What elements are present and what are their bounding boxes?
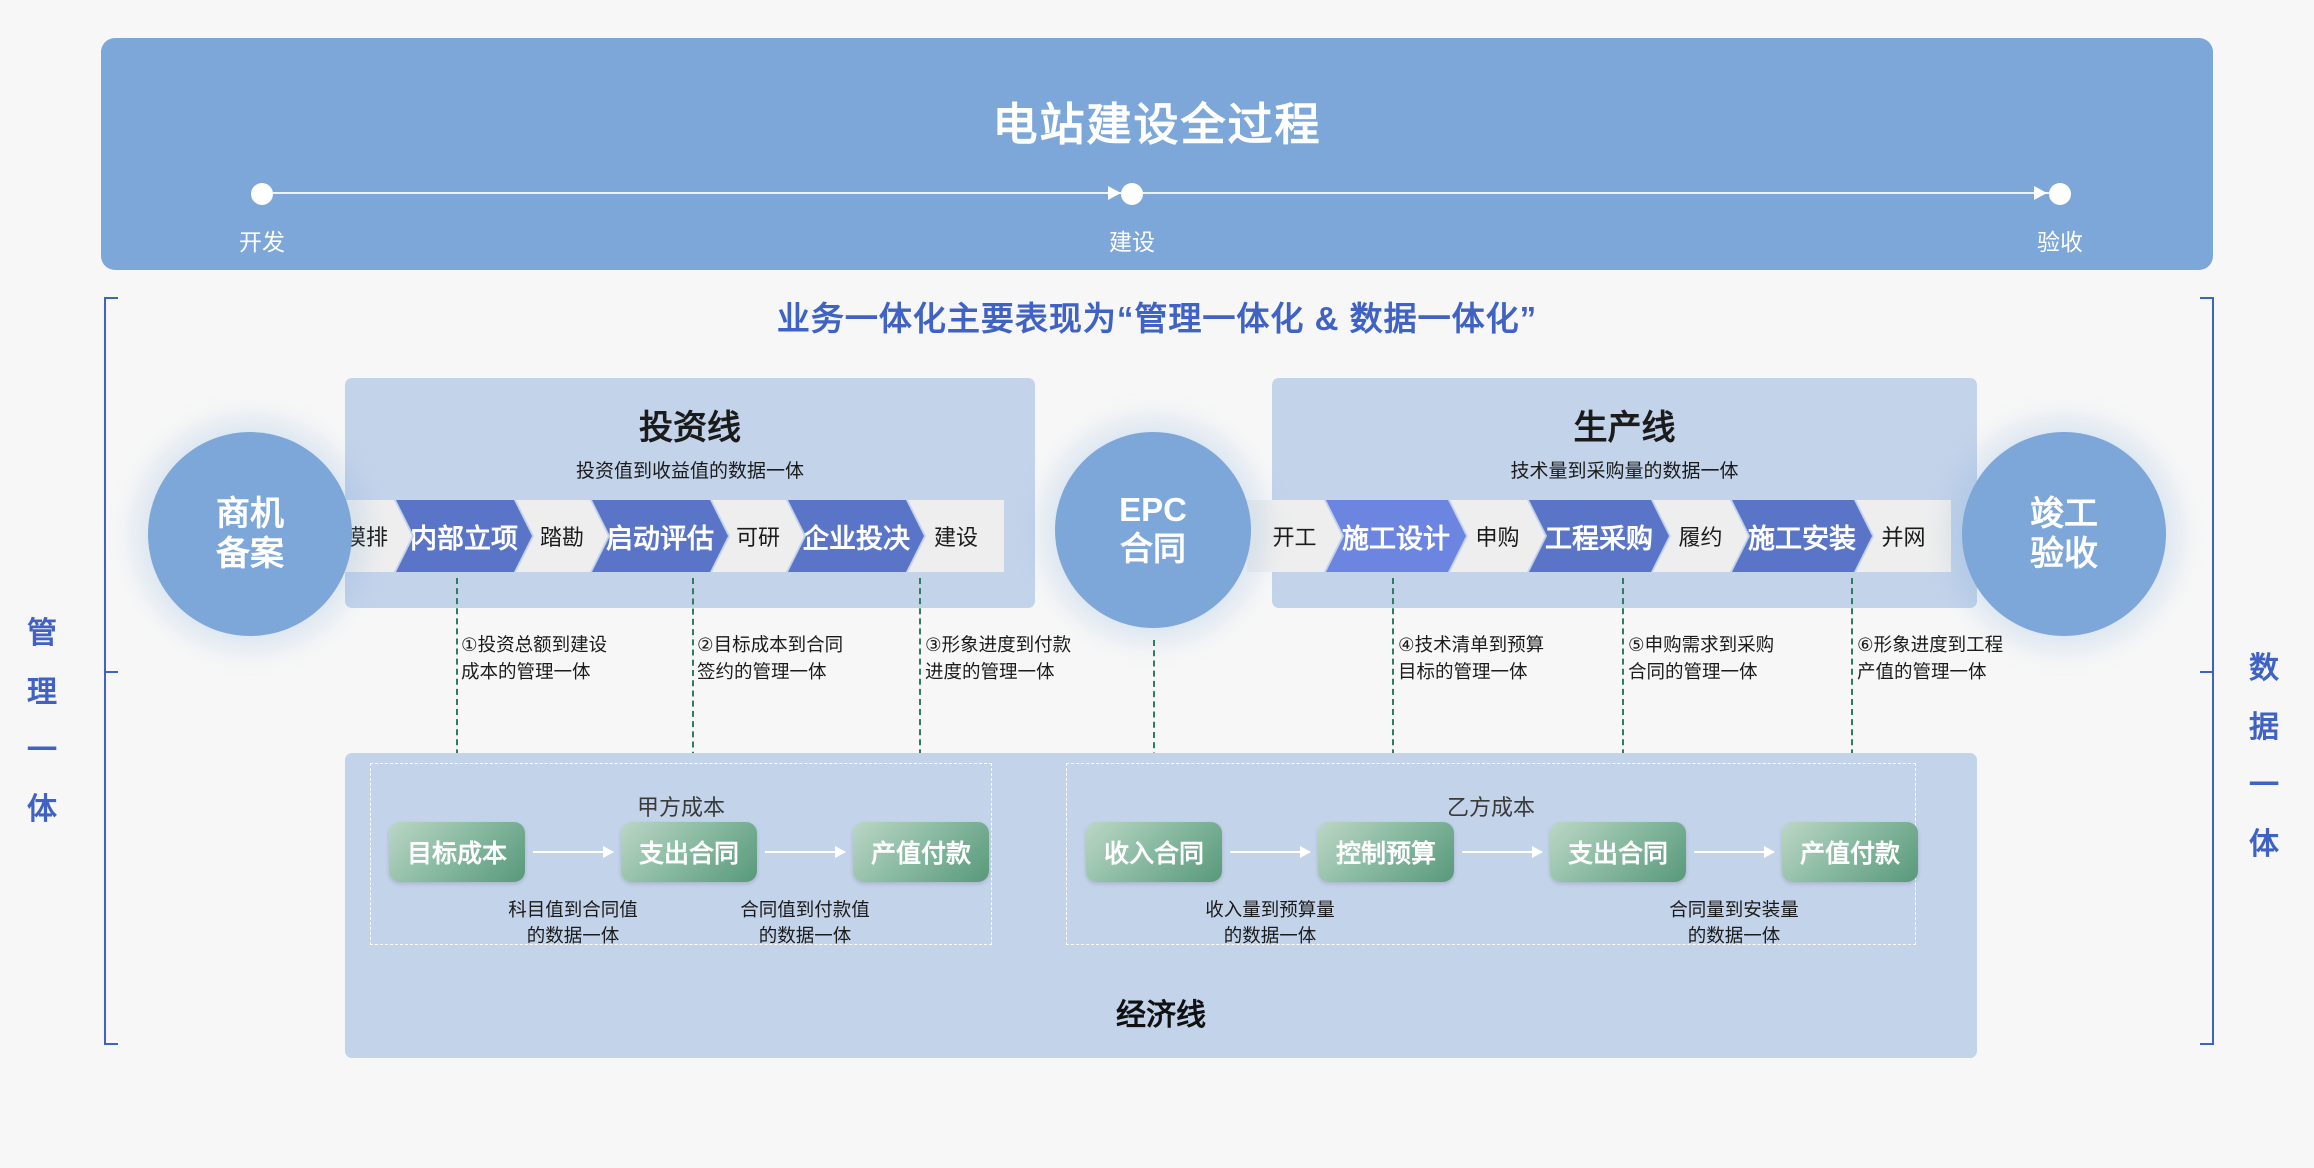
contractor-cost-group: 乙方成本 xyxy=(1066,763,1916,945)
opportunity-filing-circle[interactable]: 商机 备案 xyxy=(148,432,352,636)
connector-epc xyxy=(1153,640,1155,830)
data-bracket xyxy=(2192,297,2214,1045)
econ-arrow-b3 xyxy=(1694,846,1775,858)
econ-arrow-b1 xyxy=(1230,846,1311,858)
bracket-tick-mid xyxy=(104,671,118,673)
completion-acceptance-circle[interactable]: 竣工 验收 xyxy=(1962,432,2166,636)
owner-cost-label: 甲方成本 xyxy=(636,795,725,820)
production-line-subtitle: 技术量到采购量的数据一体 xyxy=(1510,461,1739,482)
econ-box-output-payment-b[interactable]: 产值付款 xyxy=(1782,822,1918,882)
side-label-data: 数据一体 xyxy=(2249,652,2279,861)
stage-chevron-label: 履约 xyxy=(1678,525,1723,550)
connector-2 xyxy=(692,578,694,768)
timeline-track xyxy=(261,192,2061,194)
econ-arrow-a1 xyxy=(533,846,614,858)
stage-chevron[interactable]: 施工安装 xyxy=(1732,500,1872,572)
connector-4 xyxy=(1392,578,1394,836)
process-timeline: 开发 建设 验收 xyxy=(231,183,2091,255)
stage-chevron[interactable]: 工程采购 xyxy=(1529,500,1669,572)
owner-cost-group: 甲方成本 xyxy=(370,763,992,945)
stage-chevron[interactable]: 企业投决 xyxy=(788,500,924,572)
epc-line-2: 合同 xyxy=(1119,530,1186,567)
stage-chevron[interactable]: 施工设计 xyxy=(1326,500,1466,572)
stage-chevron[interactable]: 开工 xyxy=(1247,500,1342,572)
stage-chevron-label: 申购 xyxy=(1475,525,1520,550)
timeline-dot-3 xyxy=(2049,183,2071,205)
econ-note-b1: 收入量到预算量 的数据一体 xyxy=(1205,899,1335,947)
contractor-cost-label: 乙方成本 xyxy=(1446,795,1535,820)
econ-box-expense-contract[interactable]: 支出合同 xyxy=(621,822,757,882)
econ-box-expense-contract-b[interactable]: 支出合同 xyxy=(1550,822,1686,882)
header-banner: 电站建设全过程 开发 建设 验收 xyxy=(101,38,2213,270)
stage-chevron-label: 施工设计 xyxy=(1342,523,1450,554)
investment-line-title: 投资线 xyxy=(639,409,741,447)
section-subtitle: 业务一体化主要表现为“管理一体化 & 数据一体化” xyxy=(776,300,1538,337)
page-title: 电站建设全过程 xyxy=(992,99,1322,150)
note-5: ⑤申购需求到采购 合同的管理一体 xyxy=(1628,634,1775,682)
stage-chevron-label: 踏勘 xyxy=(539,525,584,550)
econ-box-target-cost[interactable]: 目标成本 xyxy=(389,822,525,882)
stage-chevron[interactable]: 申购 xyxy=(1450,500,1545,572)
stage-chevron-label: 可研 xyxy=(735,525,780,550)
note-6: ⑥形象进度到工程 产值的管理一体 xyxy=(1857,634,2004,682)
side-label-management: 管理一体 xyxy=(27,617,57,826)
timeline-dot-2 xyxy=(1121,183,1143,205)
stage-chevron-label: 企业投决 xyxy=(802,523,910,554)
stage-chevron-label: 建设 xyxy=(933,525,978,550)
econ-note-b2: 合同量到安装量 的数据一体 xyxy=(1669,899,1799,947)
epc-line-1: EPC xyxy=(1119,491,1187,529)
completion-line-1: 竣工 xyxy=(2030,494,2098,533)
bracket-tick-mid xyxy=(2200,671,2214,673)
economic-line-title: 经济线 xyxy=(1116,999,1206,1032)
production-line-panel: 生产线 技术量到采购量的数据一体 xyxy=(1272,378,1977,608)
econ-note-a2: 合同值到付款值 的数据一体 xyxy=(740,899,870,947)
note-1: ①投资总额到建设 成本的管理一体 xyxy=(461,634,608,682)
investment-line-panel: 投资线 投资值到收益值的数据一体 xyxy=(345,378,1035,608)
stage-chevron-label: 启动评估 xyxy=(606,523,714,554)
note-4: ④技术清单到预算 目标的管理一体 xyxy=(1398,634,1545,682)
econ-box-income-contract[interactable]: 收入合同 xyxy=(1086,822,1222,882)
production-line-title: 生产线 xyxy=(1573,409,1676,447)
management-bracket xyxy=(104,297,126,1045)
timeline-arrow-1 xyxy=(1108,186,1121,200)
stage-chevron-label: 并网 xyxy=(1881,525,1926,550)
connector-5 xyxy=(1622,578,1624,836)
investment-stage-chevrons: 摸排内部立项踏勘启动评估可研企业投决建设 xyxy=(320,500,1060,572)
econ-arrow-b2 xyxy=(1462,846,1543,858)
note-3: ③形象进度到付款 进度的管理一体 xyxy=(925,634,1072,682)
stage-chevron-label: 开工 xyxy=(1272,525,1317,550)
timeline-dot-1 xyxy=(251,183,273,205)
timeline-label-3: 验收 xyxy=(2037,229,2083,255)
bracket-tick-bottom xyxy=(104,1043,118,1045)
stage-chevron[interactable]: 内部立项 xyxy=(396,500,532,572)
bracket-tick-top xyxy=(104,297,118,299)
epc-contract-circle[interactable]: EPC 合同 xyxy=(1055,432,1251,628)
connector-1 xyxy=(456,578,458,836)
stage-chevron-label: 工程采购 xyxy=(1545,523,1653,554)
stage-chevron-label: 内部立项 xyxy=(410,523,518,554)
connector-3 xyxy=(919,578,921,836)
timeline-label-1: 开发 xyxy=(239,229,285,255)
completion-line-2: 验收 xyxy=(2030,535,2098,573)
production-stage-chevrons: 开工施工设计申购工程采购履约施工安装并网 xyxy=(1247,500,2007,572)
bracket-tick-bottom xyxy=(2200,1043,2214,1045)
stage-chevron[interactable]: 启动评估 xyxy=(592,500,728,572)
timeline-arrow-2 xyxy=(2034,186,2047,200)
econ-arrow-a2 xyxy=(765,846,846,858)
connector-6 xyxy=(1851,578,1853,836)
investment-line-subtitle: 投资值到收益值的数据一体 xyxy=(575,461,804,482)
stage-chevron[interactable]: 踏勘 xyxy=(516,500,608,572)
stage-chevron-label: 施工安装 xyxy=(1748,523,1856,554)
timeline-label-2: 建设 xyxy=(1109,229,1155,255)
econ-note-a1: 科目值到合同值 的数据一体 xyxy=(508,899,638,947)
opportunity-line-2: 备案 xyxy=(216,535,284,573)
economic-line-panel: 经济线 xyxy=(345,753,1977,1058)
stage-chevron[interactable]: 建设 xyxy=(908,500,1004,572)
econ-box-control-budget[interactable]: 控制预算 xyxy=(1318,822,1454,882)
bracket-tick-top xyxy=(2200,297,2214,299)
econ-box-output-payment[interactable]: 产值付款 xyxy=(853,822,989,882)
note-2: ②目标成本到合同 签约的管理一体 xyxy=(697,634,844,682)
opportunity-line-1: 商机 xyxy=(216,494,284,533)
